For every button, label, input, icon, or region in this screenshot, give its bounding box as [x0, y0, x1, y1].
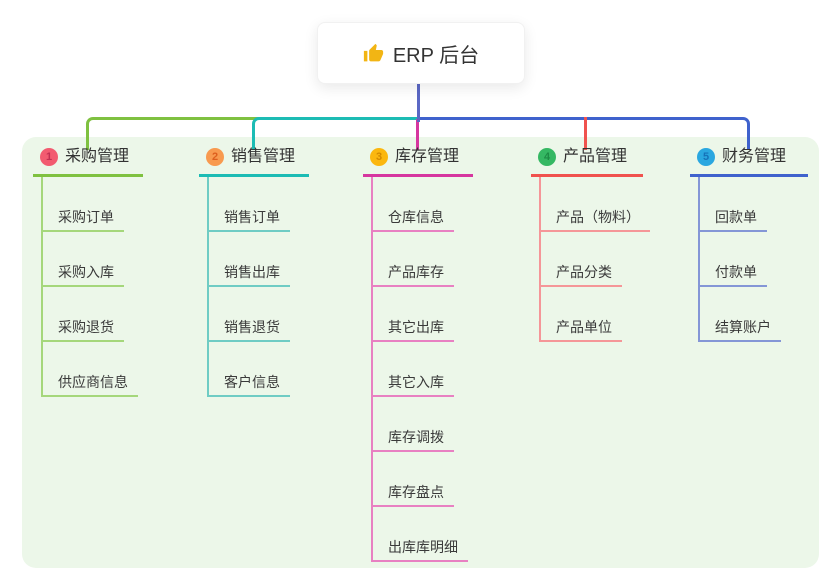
branch-inventory: 3 库存管理 仓库信息 产品库存 其它出库 其它入库 库存调拨 库存盘点 出库库…: [363, 147, 473, 562]
branch-3-connector: [416, 119, 419, 150]
branch-product-children: 产品（物料） 产品分类 产品单位: [539, 177, 650, 342]
node-settlement-account[interactable]: 结算账户: [700, 287, 781, 342]
node-receipt-doc[interactable]: 回款单: [700, 177, 767, 232]
node-stock-transfer[interactable]: 库存调拨: [373, 397, 454, 452]
node-outbound-detail[interactable]: 出库库明细: [373, 507, 468, 562]
branch-4-connector: [584, 117, 587, 150]
node-warehouse-info[interactable]: 仓库信息: [373, 177, 454, 232]
node-other-outbound[interactable]: 其它出库: [373, 287, 454, 342]
branch-finance-label: 财务管理: [722, 148, 787, 165]
branch-inventory-header[interactable]: 3 库存管理: [363, 147, 473, 177]
branch-product-label: 产品管理: [563, 148, 628, 165]
branch-2-connector: [252, 117, 420, 150]
branch-finance-children: 回款单 付款单 结算账户: [698, 177, 808, 342]
node-payment-doc[interactable]: 付款单: [700, 232, 767, 287]
branch-inventory-children: 仓库信息 产品库存 其它出库 其它入库 库存调拨 库存盘点 出库库明细: [371, 177, 473, 562]
node-sales-return[interactable]: 销售退货: [209, 287, 290, 342]
node-customer-info[interactable]: 客户信息: [209, 342, 290, 397]
branch-product: 4 产品管理 产品（物料） 产品分类 产品单位: [531, 147, 650, 342]
branch-purchase-header[interactable]: 1 采购管理: [33, 147, 143, 177]
root-node-label: ERP 后台: [392, 44, 480, 67]
root-connector: [417, 82, 420, 122]
branch-purchase: 1 采购管理 采购订单 采购入库 采购退货 供应商信息: [33, 147, 143, 397]
badge-5: 5: [697, 148, 715, 166]
thumbs-up-icon: [363, 43, 384, 64]
branch-inventory-label: 库存管理: [395, 148, 460, 165]
branch-purchase-label: 采购管理: [65, 148, 130, 165]
branch-sales-children: 销售订单 销售出库 销售退货 客户信息: [207, 177, 309, 397]
badge-1: 1: [40, 148, 58, 166]
node-purchase-return[interactable]: 采购退货: [43, 287, 124, 342]
node-stock-taking[interactable]: 库存盘点: [373, 452, 454, 507]
node-supplier-info[interactable]: 供应商信息: [43, 342, 138, 397]
mindmap-panel: [22, 137, 819, 568]
branch-sales-header[interactable]: 2 销售管理: [199, 147, 309, 177]
node-sales-outbound[interactable]: 销售出库: [209, 232, 290, 287]
node-product-stock[interactable]: 产品库存: [373, 232, 454, 287]
node-other-inbound[interactable]: 其它入库: [373, 342, 454, 397]
badge-2: 2: [206, 148, 224, 166]
branch-sales: 2 销售管理 销售订单 销售出库 销售退货 客户信息: [199, 147, 309, 397]
branch-sales-label: 销售管理: [231, 148, 296, 165]
node-product-material[interactable]: 产品（物料）: [541, 177, 650, 232]
branch-purchase-children: 采购订单 采购入库 采购退货 供应商信息: [41, 177, 143, 397]
badge-4: 4: [538, 148, 556, 166]
node-sales-order[interactable]: 销售订单: [209, 177, 290, 232]
branch-product-header[interactable]: 4 产品管理: [531, 147, 643, 177]
branch-finance-header[interactable]: 5 财务管理: [690, 147, 808, 177]
node-product-unit[interactable]: 产品单位: [541, 287, 622, 342]
node-purchase-order[interactable]: 采购订单: [43, 177, 124, 232]
node-purchase-inbound[interactable]: 采购入库: [43, 232, 124, 287]
branch-finance: 5 财务管理 回款单 付款单 结算账户: [690, 147, 808, 342]
root-node[interactable]: ERP 后台: [317, 22, 525, 84]
badge-3: 3: [370, 148, 388, 166]
node-product-category[interactable]: 产品分类: [541, 232, 622, 287]
